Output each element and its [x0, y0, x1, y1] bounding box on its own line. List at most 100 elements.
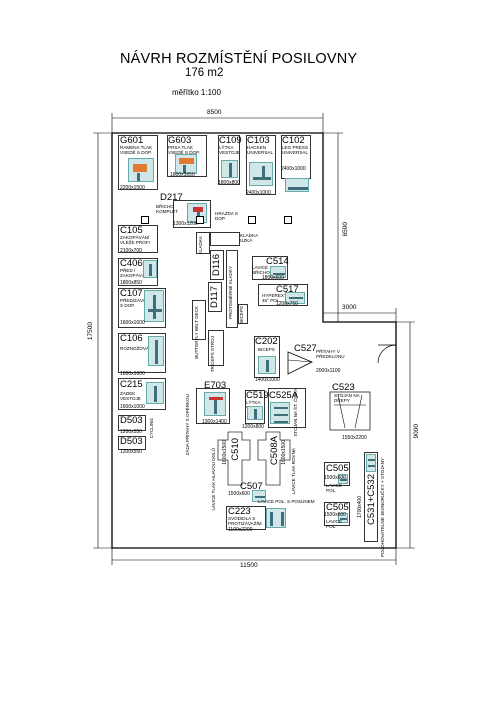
desc-c223: SVODIDLA S PROTIZÁVAŽÍM [228, 516, 262, 526]
pillar-1 [141, 216, 149, 224]
size-c106: 1600x1600 [120, 371, 145, 377]
size-d503-2: 1200x550 [120, 449, 142, 455]
desc-c527: PŘÍTAHY V PŘEDKLONU [316, 349, 345, 359]
desc-crossover: PROTISMĚRNÉ KLADKY [228, 266, 233, 320]
code-c505-2: C505 [326, 502, 349, 513]
size-d217: 1300x1200 [173, 221, 198, 227]
dim-right-step: 3000 [342, 304, 357, 311]
desc-c106: ROZNOŽOVÁNÍ [120, 346, 154, 351]
size-c523: 1550x2200 [342, 435, 367, 441]
machine-c102-image [285, 178, 309, 192]
code-g601: G601 [120, 135, 144, 146]
desc-c531: POLOHOVATELNÉ JEDNORUČKY + STOJANY [380, 458, 385, 558]
code-c508a: C508A [269, 436, 280, 466]
desc-c105: ZAKOPÁVÁNÍ VLEŽE PROFI [120, 235, 150, 245]
desc-g601: RAMENA TLAK VSEDĚ S DOP. [120, 145, 153, 155]
code-c505-1: C505 [326, 463, 349, 474]
machine-c215-image [146, 382, 164, 404]
desc-biceps-stand: BICEPS [239, 306, 244, 323]
code-c519: C519 [246, 390, 269, 401]
machine-c531 [364, 452, 378, 542]
desc-c517: HYPEREXT 45° POL. [262, 293, 287, 303]
code-d503-1: D503 [120, 415, 143, 426]
desc-g603: PRSA TLAK VSEDĚ S DOP. [168, 145, 200, 155]
machine-c223 [226, 506, 266, 530]
code-g603: G603 [168, 135, 192, 146]
machine-c517-image [285, 292, 305, 304]
size-c505-1: 1500x600 [324, 475, 346, 481]
size-c215: 1600x1000 [120, 404, 145, 410]
code-c109: C109 [219, 135, 242, 146]
desc-e703: ZÁDA PŘÍTAHY S OPĚRKOU [185, 394, 190, 456]
desc-c406: PŘED / ZAKOPÁVÁNÍ [120, 268, 150, 278]
desc-cycling: CYCLING [149, 418, 154, 439]
machine-g601-image [128, 158, 154, 182]
size-c510: 1600x1500 [222, 440, 228, 465]
machine-c406-image [143, 260, 157, 278]
machine-c519-image [247, 406, 263, 420]
size-c103: 2400x1000 [246, 190, 271, 196]
desc-c107: PŘED/ZÁVAŽÍ S DOP. [120, 298, 150, 308]
code-c106: C106 [120, 333, 143, 344]
size-c109: 1800x800 [218, 180, 240, 186]
machine-d503-2 [118, 436, 146, 450]
machine-c531-image [366, 454, 376, 472]
machine-c505-1-image [338, 474, 348, 484]
machine-hrazda [212, 205, 246, 235]
size-c527: 2000x1100 [316, 368, 341, 374]
dim-left: 17500 [87, 322, 94, 341]
pillar-3 [248, 216, 256, 224]
machine-c106-image [148, 336, 164, 366]
code-c510: C510 [230, 438, 241, 461]
size-g603: 1600x1650 [170, 172, 195, 178]
size-c107: 1600x1600 [120, 320, 145, 326]
size-c105: 2100x700 [120, 248, 142, 254]
code-c525a: C525A [269, 390, 299, 401]
size-c406: 1800x850 [120, 280, 142, 286]
code-c103: C103 [247, 135, 270, 146]
code-c215: C215 [120, 379, 143, 390]
dim-right-lower: 9000 [413, 424, 420, 439]
code-c517: C517 [276, 284, 299, 295]
desc-kladka: KLADKA ÚZKÁ [240, 233, 258, 243]
code-c223: C223 [228, 506, 251, 517]
desc-c102: LEG PRESS UNIVERSAL [282, 145, 309, 155]
desc-butterfly: BUTTERFLY BELT DECK [194, 306, 199, 359]
dim-top: 8500 [207, 109, 222, 116]
desc-c510: LAVICE TLAK HLAVOU DOLŮ [211, 448, 216, 511]
machine-c109-image [221, 160, 238, 178]
code-c523: C523 [332, 382, 355, 393]
size-c514: 1800x600 [262, 275, 284, 281]
size-c531: 1700x400 [357, 496, 363, 518]
machine-c102 [281, 135, 311, 179]
desc-c523: STOJAN NA DŘEPY [334, 393, 360, 403]
machine-c107-image [144, 290, 164, 322]
code-d117: D117 [209, 286, 220, 309]
machine-d503-1 [118, 415, 146, 431]
code-e703: E703 [204, 380, 227, 391]
size-c505-2: 1500x600 [324, 512, 346, 518]
machine-c202-image [258, 356, 276, 374]
desc-c514: LAVICE BŘICHO [252, 265, 270, 275]
machine-c103-image [249, 162, 273, 186]
desc-hrazda: HRAZDA S DOP. [215, 211, 238, 221]
size-c519: 1200x800 [242, 424, 264, 430]
size-c507: 1500x600 [228, 491, 250, 497]
machine-c525a-image [270, 402, 290, 424]
desc-c507: LAVICE POL. S POSUNEM [258, 499, 315, 504]
size-d503-1: 1200x550 [120, 429, 142, 435]
desc-triceps: TRICEPS STROJ [210, 336, 215, 373]
code-c107: C107 [120, 288, 143, 299]
area-label: 176 m2 [185, 67, 224, 79]
desc-c525a: STOJAN NA ŠT. ČINKY [293, 388, 298, 437]
desc-c109: LÝTKA VESTOJE [219, 145, 240, 155]
page-title: NÁVRH ROZMÍSTĚNÍ POSILOVNY [120, 51, 358, 67]
machine-c105 [118, 225, 158, 253]
size-c223: 1100x2200 [228, 527, 253, 533]
machine-c505-2-image [338, 513, 348, 523]
machine-butterfly [192, 300, 206, 340]
machine-biceps-stand [238, 304, 248, 324]
machine-c507-image [252, 490, 266, 502]
machine-crossover [226, 250, 238, 328]
machine-c223-image [266, 508, 286, 528]
